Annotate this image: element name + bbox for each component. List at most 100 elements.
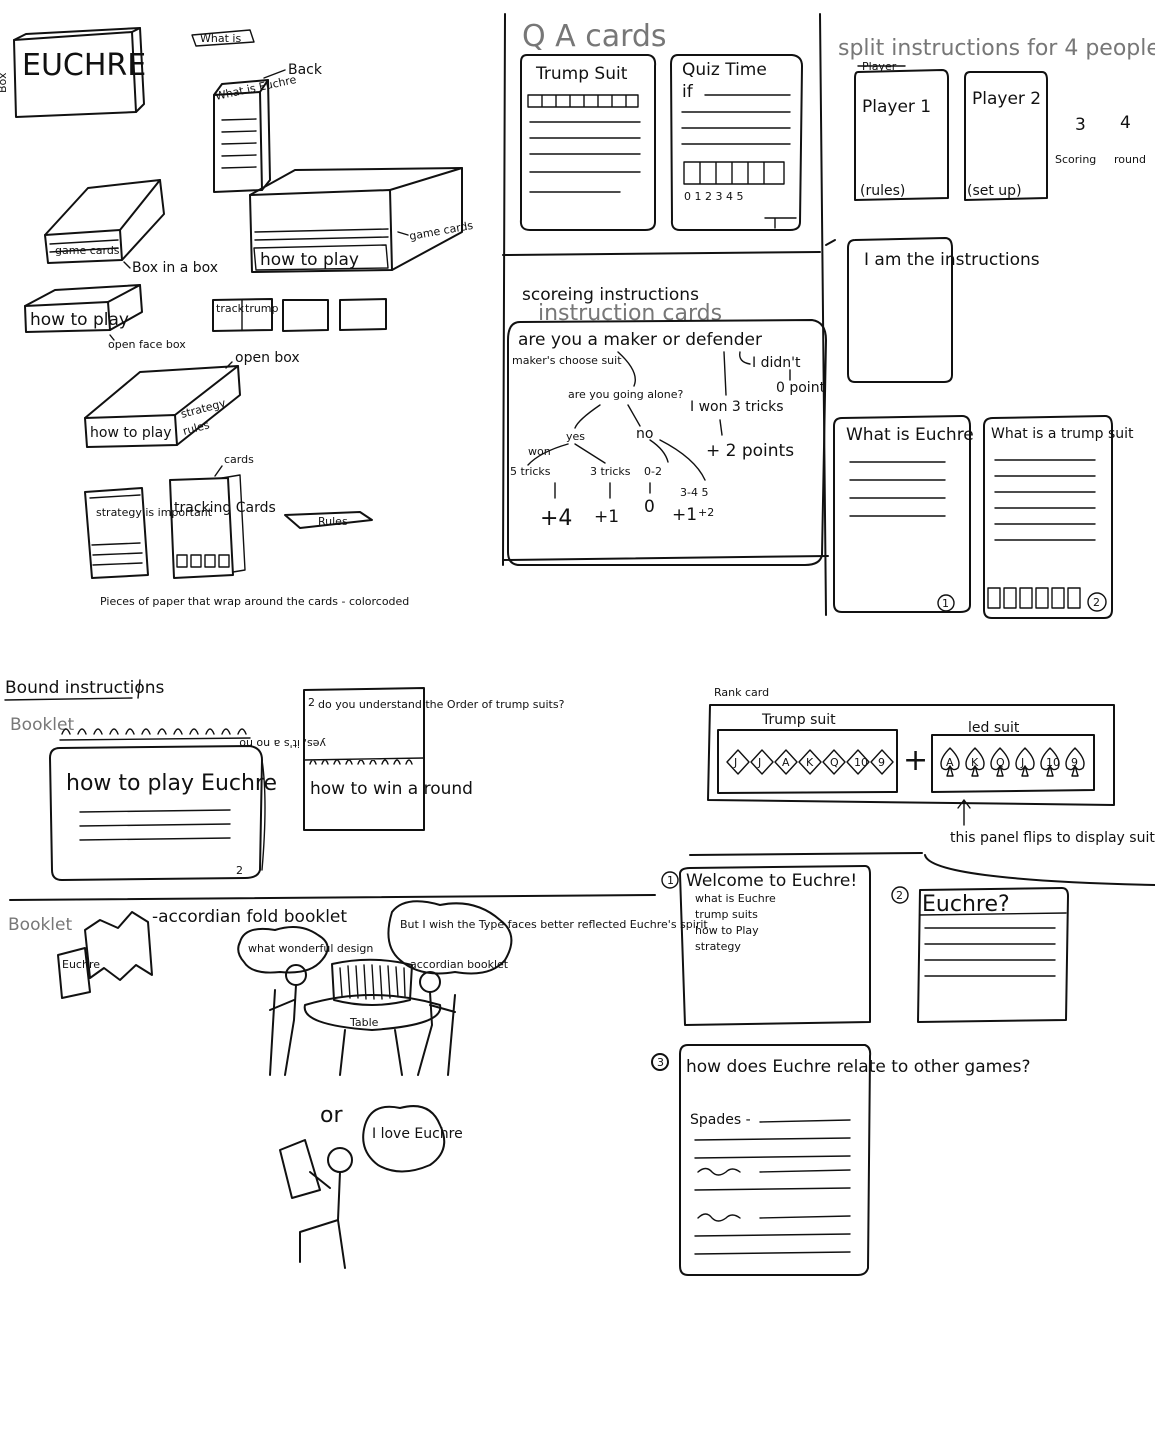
- svg-text:tracking Cards: tracking Cards: [174, 500, 276, 516]
- svg-text:Back: Back: [288, 62, 323, 78]
- svg-text:I didn't: I didn't: [752, 355, 801, 371]
- led-card-shape-2: [990, 747, 1010, 777]
- svg-text:strategy: strategy: [695, 940, 741, 953]
- what-is-euchre-card: What is Euchre 1: [833, 415, 974, 613]
- led-card-label-2: Q: [996, 756, 1005, 769]
- what-is-tab: What is: [191, 29, 255, 47]
- svg-text:What is Euchre: What is Euchre: [214, 73, 298, 103]
- svg-text:do you understand the Order of: do you understand the Order of trump sui…: [318, 698, 565, 711]
- trump-card-shape-3: [798, 749, 822, 775]
- svg-text:(rules): (rules): [860, 183, 905, 199]
- svg-text:how to play: how to play: [260, 250, 359, 270]
- svg-text:2: 2: [236, 864, 243, 877]
- svg-text:Rules: Rules: [318, 515, 348, 528]
- svg-text:how does Euchre relate to othe: how does Euchre relate to other games?: [686, 1057, 1031, 1077]
- open-box: how to play strategy rules open box: [84, 350, 300, 448]
- svg-text:open face box: open face box: [108, 338, 186, 351]
- svg-text:won: won: [528, 445, 551, 458]
- svg-text:rules: rules: [181, 418, 211, 438]
- trump-card-shape-0: [726, 749, 750, 775]
- led-card-shape-0: [940, 747, 960, 777]
- player2-card: Player 2 (set up): [964, 71, 1048, 201]
- svg-text:track: track: [216, 302, 245, 315]
- svg-text:What is Euchre: What is Euchre: [846, 425, 974, 445]
- split-panel: split instructions for 4 people Player P…: [833, 36, 1155, 619]
- svg-text:what is Euchre: what is Euchre: [695, 892, 776, 905]
- svg-text:round: round: [1114, 153, 1146, 166]
- svg-text:Rank card: Rank card: [714, 686, 769, 699]
- spiral-booklet: how to play Euchre 2: [49, 728, 277, 881]
- trump-card-label-3: K: [806, 756, 814, 769]
- svg-text:Euchre?: Euchre?: [922, 892, 1010, 917]
- svg-text:yes: yes: [566, 430, 585, 443]
- svg-text:Trump Suit: Trump Suit: [535, 64, 628, 84]
- svg-text:or: or: [320, 1103, 343, 1128]
- trump-card-shape-1: [750, 749, 774, 775]
- euchre-box-title: EUCHRE: [22, 48, 146, 83]
- scoring-panel: scoreing instructions instruction cards …: [507, 285, 827, 566]
- led-card-shape-5: [1065, 747, 1085, 777]
- svg-text:3 tricks: 3 tricks: [590, 465, 631, 478]
- svg-text:But I wish the Type faces bett: But I wish the Type faces better reflect…: [400, 918, 708, 931]
- svg-text:0 1 2 3 4 5: 0 1 2 3 4 5: [684, 190, 743, 203]
- svg-text:led suit: led suit: [968, 720, 1020, 736]
- svg-text:open box: open box: [235, 350, 300, 366]
- svg-text:0 point: 0 point: [776, 380, 826, 396]
- svg-text:how to Play: how to Play: [695, 924, 759, 937]
- led-card-label-0: A: [946, 756, 954, 769]
- svg-text:0-2: 0-2: [644, 465, 662, 478]
- svg-text:how to play Euchre: how to play Euchre: [66, 771, 277, 796]
- svg-text:accordian booklet: accordian booklet: [410, 958, 509, 971]
- trump-card-label-6: 9: [878, 756, 885, 769]
- svg-text:Trump suit: Trump suit: [761, 712, 836, 728]
- panel-dividers: [9, 13, 1155, 901]
- welcome-card: 1 Welcome to Euchre! what is Euchre trum…: [661, 865, 871, 1026]
- led-card-shape-1: [965, 747, 985, 777]
- what-is-trump-card: What is a trump suit 2: [983, 415, 1134, 619]
- svg-text:+2: +2: [698, 506, 714, 519]
- led-card-label-4: 10: [1046, 756, 1060, 769]
- svg-text:What is: What is: [200, 32, 241, 45]
- svg-text:3-4 5: 3-4 5: [680, 486, 708, 499]
- svg-text:Euchre: Euchre: [62, 958, 100, 971]
- euchre-card: 2 Euchre?: [891, 886, 1069, 1023]
- box-in-box: game cards Box in a box: [44, 179, 218, 276]
- wrap-cards: strategy is important tracking Cards car…: [84, 453, 409, 608]
- svg-text:yes, it's a no no: yes, it's a no no: [239, 737, 326, 750]
- svg-text:maker's choose suit: maker's choose suit: [512, 354, 622, 367]
- led-card-shape-4: [1040, 747, 1060, 777]
- svg-text:2: 2: [308, 696, 315, 709]
- svg-text:Welcome to Euchre!: Welcome to Euchre!: [686, 871, 857, 891]
- svg-text:2: 2: [896, 889, 903, 902]
- svg-text:Player 1: Player 1: [862, 97, 931, 117]
- trump-card-shape-6: [870, 749, 894, 775]
- trump-card-shape-2: [774, 749, 798, 775]
- svg-text:I am the instructions: I am the instructions: [864, 250, 1040, 270]
- svg-text:I love Euchre: I love Euchre: [372, 1126, 463, 1142]
- svg-text:+1: +1: [672, 505, 697, 525]
- svg-text:trump suits: trump suits: [695, 908, 758, 921]
- led-card-shape-3: [1015, 747, 1035, 777]
- led-card-label-3: J: [1020, 756, 1024, 769]
- svg-text:2: 2: [1093, 596, 1100, 609]
- svg-text:Table: Table: [349, 1016, 379, 1029]
- svg-text:cards: cards: [224, 453, 254, 466]
- svg-text:(set up): (set up): [967, 183, 1022, 199]
- svg-text:5 tricks: 5 tricks: [510, 465, 551, 478]
- svg-text:I won 3 tricks: I won 3 tricks: [690, 399, 784, 415]
- svg-text:Booklet: Booklet: [8, 915, 72, 935]
- svg-text:what wonderful design: what wonderful design: [248, 942, 373, 955]
- trump-card-label-5: 10: [854, 756, 868, 769]
- svg-text:this panel flips to display su: this panel flips to display suit w/o J: [950, 830, 1155, 846]
- svg-text:strategy is important: strategy is important: [96, 506, 213, 519]
- qa-panel: Q A cards Trump Suit Quiz Time if 0 1 2 …: [519, 19, 803, 231]
- euchre-box: EUCHRE Box: [0, 27, 146, 118]
- svg-text:Pieces of paper that wrap arou: Pieces of paper that wrap around the car…: [100, 595, 409, 608]
- split-title: split instructions for 4 people: [838, 36, 1155, 61]
- trump-card-shape-5: [846, 749, 870, 775]
- game-case: how to play game cards: [249, 167, 474, 273]
- svg-text:Booklet: Booklet: [10, 715, 74, 735]
- svg-text:Box in a box: Box in a box: [132, 260, 218, 276]
